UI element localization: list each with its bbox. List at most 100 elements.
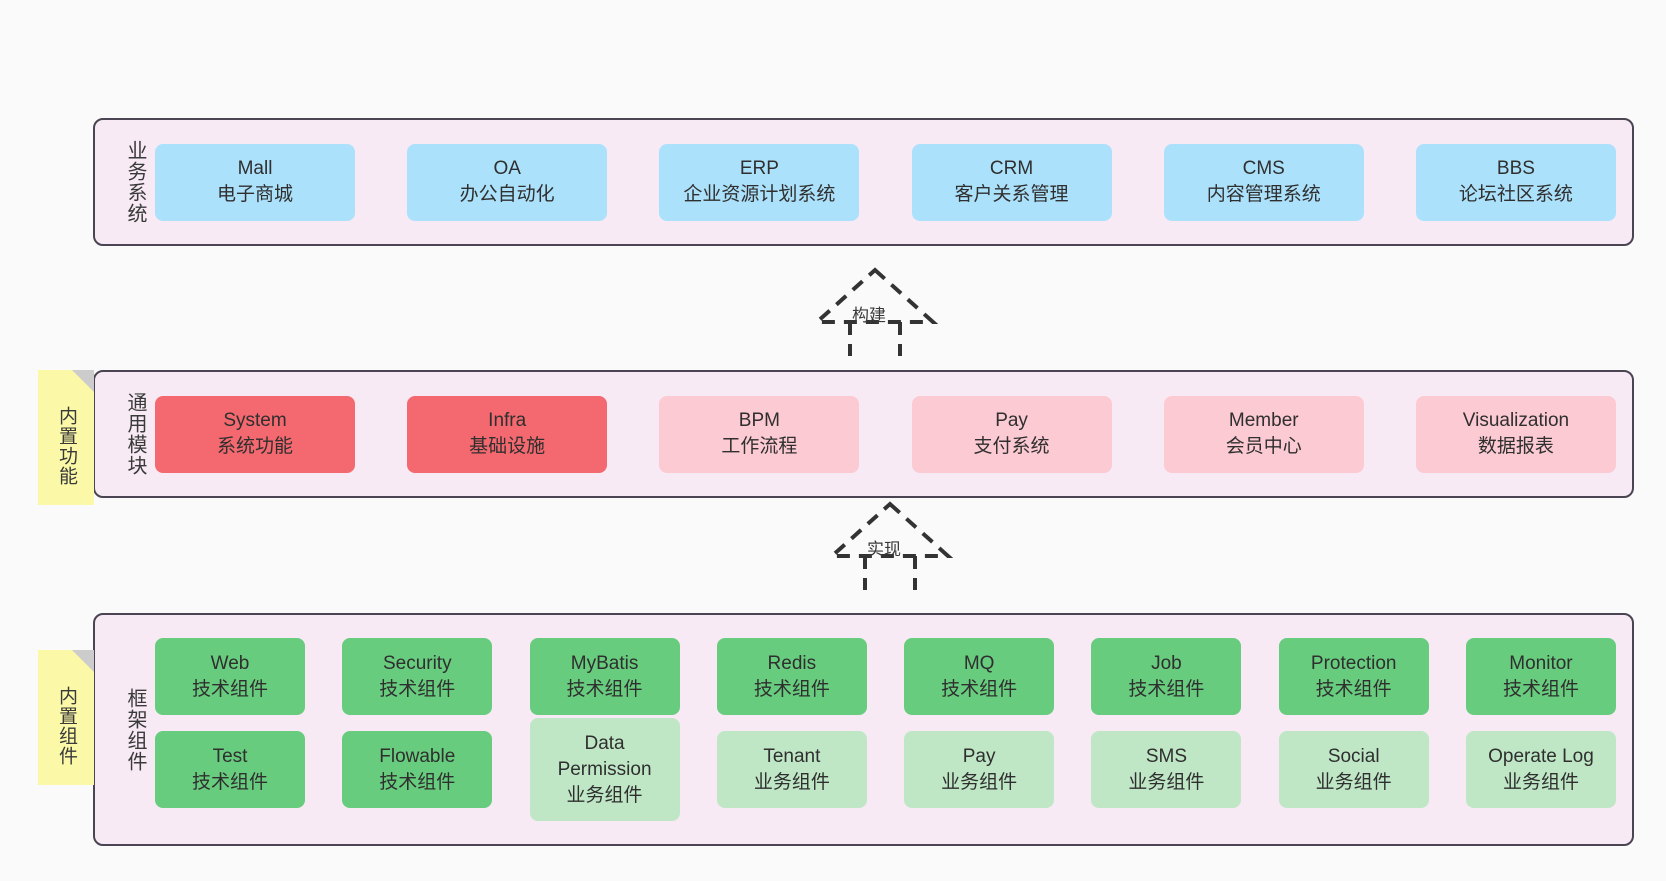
card-system-cn: 系统功能 <box>216 436 293 457</box>
arrow-implement-head <box>826 501 954 558</box>
layer-title-common-modules: 通用模块 <box>124 392 146 476</box>
arrow-implement-shaft <box>863 556 917 590</box>
card-web-en: Web <box>210 652 250 674</box>
card-system[interactable]: System 系统功能 <box>155 395 355 473</box>
card-bpm-en: BPM <box>738 410 780 431</box>
layer-framework-components[interactable]: 框架组件 Web 技术组件 Security 技术组件 MyBatis 技术组件… <box>93 613 1634 846</box>
card-operate-log[interactable]: Operate Log 业务组件 <box>1465 731 1616 808</box>
card-data-permission-en: Data Permission <box>557 732 652 780</box>
arrow-build-label: 构建 <box>852 306 886 325</box>
card-oa-cn: 办公自动化 <box>459 184 555 205</box>
card-mybatis[interactable]: MyBatis 技术组件 <box>529 638 680 715</box>
card-sms-en: SMS <box>1145 745 1187 767</box>
arrow-build-shaft <box>848 322 902 356</box>
layer-business-systems[interactable]: 业务系统 Mall 电子商城 OA 办公自动化 ERP 企业资源计划系统 CRM… <box>93 118 1634 246</box>
card-job-cn: 技术组件 <box>1128 678 1205 700</box>
card-mybatis-cn: 技术组件 <box>566 678 643 700</box>
card-protection[interactable]: Protection 技术组件 <box>1278 638 1429 715</box>
card-erp[interactable]: ERP 企业资源计划系统 <box>659 143 860 221</box>
card-infra-cn: 基础设施 <box>469 436 546 457</box>
card-pay-component-en: Pay <box>962 745 996 767</box>
card-redis-en: Redis <box>767 652 817 674</box>
layer-common-modules[interactable]: 通用模块 System 系统功能 Infra 基础设施 BPM 工作流程 Pay… <box>93 370 1634 498</box>
card-bpm-cn: 工作流程 <box>721 436 798 457</box>
card-cms-en: CMS <box>1242 158 1285 179</box>
card-flowable-en: Flowable <box>379 745 456 767</box>
card-monitor-en: Monitor <box>1509 652 1573 674</box>
card-pay-module-en: Pay <box>995 410 1028 431</box>
card-mq[interactable]: MQ 技术组件 <box>904 638 1055 715</box>
card-pay-component[interactable]: Pay 业务组件 <box>904 731 1055 808</box>
card-bbs-en: BBS <box>1496 158 1535 179</box>
card-security-cn: 技术组件 <box>379 678 456 700</box>
card-data-permission[interactable]: Data Permission 业务组件 <box>529 718 680 821</box>
card-test[interactable]: Test 技术组件 <box>155 731 305 808</box>
framework-row-business: Test 技术组件 Flowable 技术组件 Data Permission … <box>155 718 1616 821</box>
arrow-implement: 实现 <box>815 500 965 590</box>
card-mall-en: Mall <box>237 158 273 179</box>
card-tenant-cn: 业务组件 <box>753 771 830 793</box>
card-web-cn: 技术组件 <box>191 678 268 700</box>
card-tenant[interactable]: Tenant 业务组件 <box>716 731 867 808</box>
card-crm-cn: 客户关系管理 <box>954 184 1069 205</box>
card-security[interactable]: Security 技术组件 <box>342 638 493 715</box>
card-sms[interactable]: SMS 业务组件 <box>1091 731 1242 808</box>
card-pay-module-cn: 支付系统 <box>973 436 1050 457</box>
card-erp-en: ERP <box>739 158 779 179</box>
card-member-cn: 会员中心 <box>1225 436 1302 457</box>
card-oa-en: OA <box>493 158 521 179</box>
note-builtin-features-label: 内置功能 <box>56 405 77 486</box>
card-flowable-cn: 技术组件 <box>379 771 456 793</box>
card-protection-en: Protection <box>1310 652 1397 674</box>
card-security-en: Security <box>382 652 452 674</box>
card-monitor[interactable]: Monitor 技术组件 <box>1465 638 1616 715</box>
card-cms-cn: 内容管理系统 <box>1206 184 1321 205</box>
card-cms[interactable]: CMS 内容管理系统 <box>1163 143 1364 221</box>
arrow-implement-label: 实现 <box>867 540 901 559</box>
card-mall[interactable]: Mall 电子商城 <box>155 143 355 221</box>
card-erp-cn: 企业资源计划系统 <box>683 184 836 205</box>
card-mq-en: MQ <box>963 652 995 674</box>
card-redis[interactable]: Redis 技术组件 <box>716 638 867 715</box>
card-visualization-en: Visualization <box>1462 410 1570 431</box>
card-social-en: Social <box>1327 745 1380 767</box>
card-social[interactable]: Social 业务组件 <box>1278 731 1429 808</box>
card-system-en: System <box>223 410 287 431</box>
card-protection-cn: 技术组件 <box>1315 678 1392 700</box>
layer-title-business-systems: 业务系统 <box>124 140 146 224</box>
card-operate-log-cn: 业务组件 <box>1502 771 1579 793</box>
card-oa[interactable]: OA 办公自动化 <box>407 143 608 221</box>
card-job[interactable]: Job 技术组件 <box>1091 638 1242 715</box>
card-mybatis-en: MyBatis <box>570 652 639 674</box>
card-bpm[interactable]: BPM 工作流程 <box>659 395 860 473</box>
layer-body-common-modules: System 系统功能 Infra 基础设施 BPM 工作流程 Pay 支付系统… <box>147 372 1632 496</box>
card-visualization-cn: 数据报表 <box>1477 436 1554 457</box>
note-builtin-features[interactable]: 内置功能 <box>38 370 94 505</box>
card-mall-cn: 电子商城 <box>216 184 293 205</box>
card-operate-log-en: Operate Log <box>1488 745 1594 767</box>
card-test-cn: 技术组件 <box>191 771 268 793</box>
card-monitor-cn: 技术组件 <box>1502 678 1579 700</box>
note-builtin-components[interactable]: 内置组件 <box>38 650 94 785</box>
card-redis-cn: 技术组件 <box>753 678 830 700</box>
card-job-en: Job <box>1151 652 1182 674</box>
layer-body-framework-components: Web 技术组件 Security 技术组件 MyBatis 技术组件 Redi… <box>147 615 1632 844</box>
layer-body-business-systems: Mall 电子商城 OA 办公自动化 ERP 企业资源计划系统 CRM 客户关系… <box>147 120 1632 244</box>
card-flowable[interactable]: Flowable 技术组件 <box>342 731 493 808</box>
card-visualization[interactable]: Visualization 数据报表 <box>1415 395 1616 473</box>
note-builtin-components-label: 内置组件 <box>56 685 77 766</box>
card-pay-module[interactable]: Pay 支付系统 <box>911 395 1112 473</box>
card-infra[interactable]: Infra 基础设施 <box>407 395 608 473</box>
card-bbs[interactable]: BBS 论坛社区系统 <box>1415 143 1616 221</box>
card-crm[interactable]: CRM 客户关系管理 <box>911 143 1112 221</box>
card-pay-component-cn: 业务组件 <box>941 771 1018 793</box>
card-crm-en: CRM <box>989 158 1034 179</box>
layer-title-framework-components: 框架组件 <box>124 687 146 772</box>
framework-row-technical: Web 技术组件 Security 技术组件 MyBatis 技术组件 Redi… <box>155 638 1616 715</box>
card-web[interactable]: Web 技术组件 <box>155 638 305 715</box>
card-social-cn: 业务组件 <box>1315 771 1392 793</box>
card-member[interactable]: Member 会员中心 <box>1163 395 1364 473</box>
card-bbs-cn: 论坛社区系统 <box>1458 184 1573 205</box>
card-tenant-en: Tenant <box>763 745 821 767</box>
